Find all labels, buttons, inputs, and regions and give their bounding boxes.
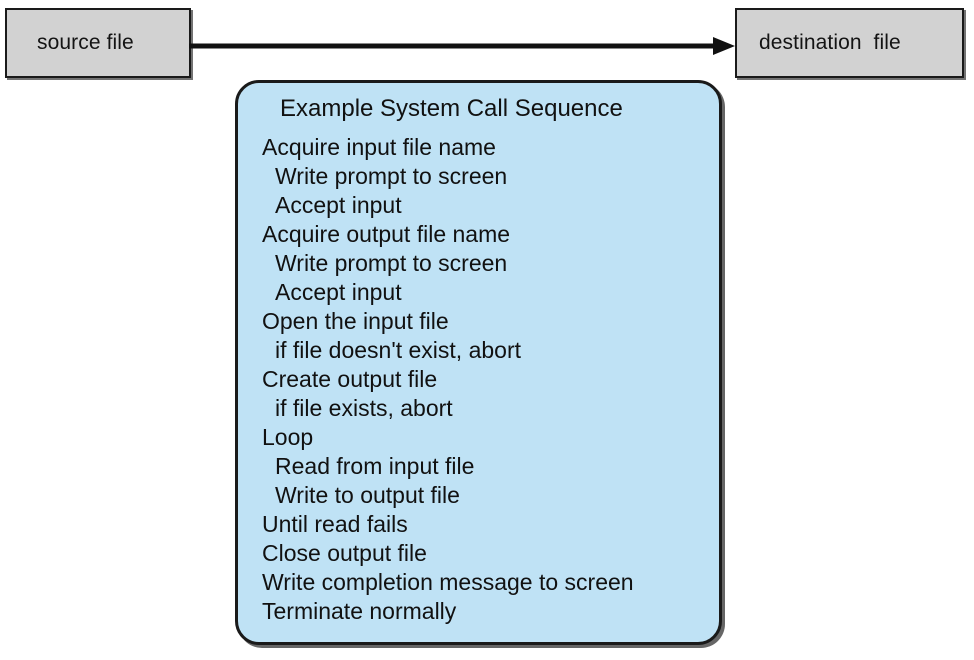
source-to-destination-arrow-icon	[189, 37, 735, 55]
destination-file-box: destination file	[735, 8, 964, 78]
source-file-label: source file	[37, 31, 134, 54]
destination-file-label: destination file	[759, 31, 901, 54]
source-file-box: source file	[5, 8, 191, 78]
system-call-step: Write prompt to screen	[275, 250, 508, 276]
system-call-step: Read from input file	[275, 453, 475, 479]
system-call-step: if file doesn't exist, abort	[275, 337, 522, 363]
system-call-sequence-panel: Example System Call Sequence Acquire inp…	[235, 80, 722, 645]
system-call-step: Loop	[262, 424, 314, 450]
system-call-step: Close output file	[262, 540, 427, 566]
system-call-step: Open the input file	[262, 308, 449, 334]
system-call-step: if file exists, abort	[275, 395, 453, 421]
system-call-step: Create output file	[262, 366, 438, 392]
system-call-step: Write to output file	[275, 482, 460, 508]
system-call-step: Acquire output file name	[262, 221, 511, 247]
system-call-step: Until read fails	[262, 511, 408, 537]
system-call-step: Terminate normally	[262, 598, 457, 624]
system-call-step: Acquire input file name	[262, 134, 496, 160]
system-call-step: Write prompt to screen	[275, 163, 508, 189]
panel-title: Example System Call Sequence	[280, 95, 623, 122]
system-call-step: Accept input	[275, 279, 402, 305]
system-call-step: Accept input	[275, 192, 402, 218]
system-call-step: Write completion message to screen	[262, 569, 634, 595]
